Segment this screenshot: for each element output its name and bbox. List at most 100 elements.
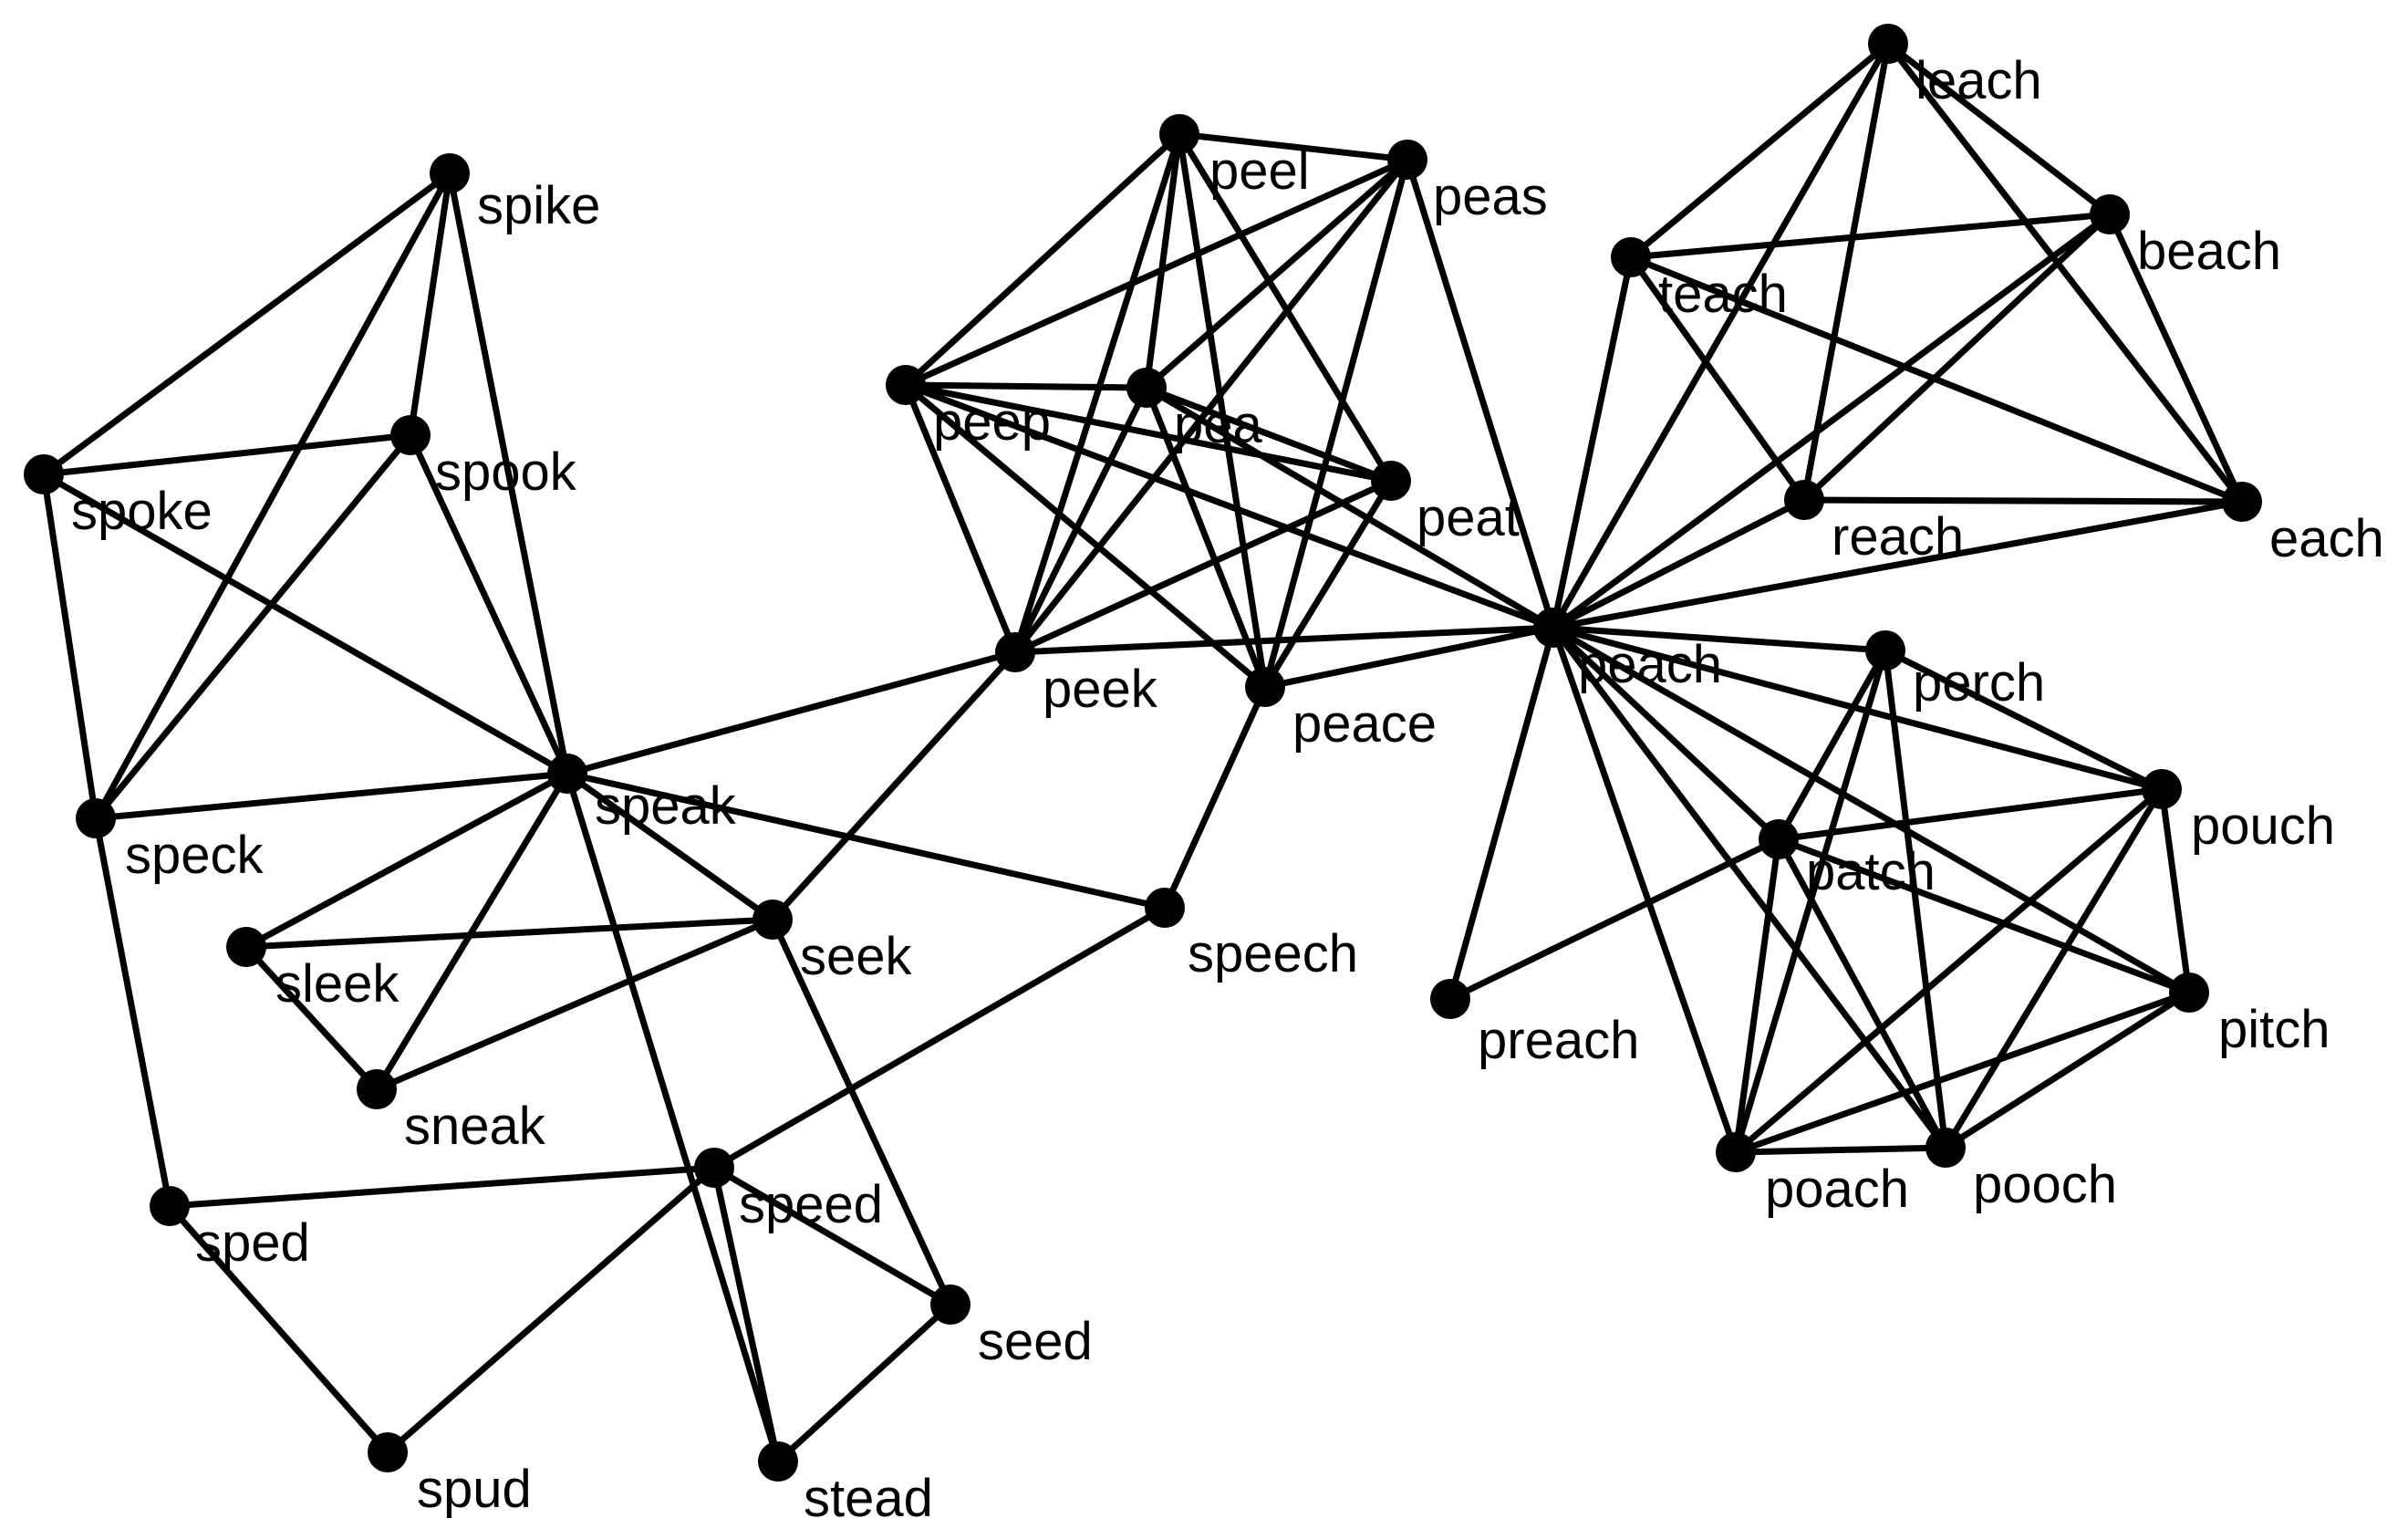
node-reach: reach xyxy=(1784,480,1964,567)
edge-pea-peat xyxy=(1143,384,1395,484)
edge-leach-reach xyxy=(1801,40,1892,504)
edge-speck-speak xyxy=(92,770,571,822)
edge-peas-pea xyxy=(1143,156,1411,391)
node-label-seed: seed xyxy=(978,1312,1093,1371)
edge-patch-poach xyxy=(1732,836,1782,1156)
edge-peach-teach xyxy=(1550,254,1635,631)
edge-peach-each xyxy=(1550,498,2246,631)
edge-speak-seek xyxy=(564,770,776,923)
edge-peel-peas xyxy=(1176,130,1411,163)
edge-peek-peach xyxy=(1012,624,1557,656)
node-label-leach: leach xyxy=(1915,51,2042,110)
edge-peel-pea xyxy=(1143,130,1183,391)
node-dot-preach xyxy=(1430,979,1470,1019)
node-label-speech: speech xyxy=(1188,924,1358,983)
node-spike: spike xyxy=(430,153,600,235)
node-beach: beach xyxy=(2090,194,2281,281)
node-label-poach: poach xyxy=(1765,1160,1909,1219)
edge-speed-spud xyxy=(384,1164,718,1456)
node-label-peep: peep xyxy=(933,392,1051,452)
node-seek: seek xyxy=(752,900,913,986)
edge-pea-peek xyxy=(1012,384,1150,656)
node-dot-spike xyxy=(430,153,470,193)
edge-spike-spoke xyxy=(40,170,453,478)
edge-peach-leach xyxy=(1550,40,1892,631)
edge-speak-speech xyxy=(564,770,1168,911)
node-dot-seek xyxy=(752,900,793,940)
node-teach: teach xyxy=(1611,237,1788,324)
node-dot-reach xyxy=(1784,480,1824,520)
node-dot-peach xyxy=(1533,608,1573,648)
node-dot-spoke xyxy=(24,454,64,494)
node-label-stead: stead xyxy=(804,1469,933,1528)
node-sneak: sneak xyxy=(357,1069,546,1156)
edge-peat-peek xyxy=(1012,477,1395,656)
node-dot-spook xyxy=(390,415,431,455)
node-dot-spud xyxy=(368,1432,408,1472)
node-label-speak: speak xyxy=(595,776,737,836)
edge-speed-speech xyxy=(711,904,1168,1171)
edge-patch-pitch xyxy=(1775,836,2193,996)
edge-peach-pooch xyxy=(1550,624,1949,1151)
edge-peas-peep xyxy=(902,156,1411,389)
node-dot-peek xyxy=(995,632,1035,672)
node-dot-peel xyxy=(1159,114,1199,154)
edge-teach-reach xyxy=(1627,254,1808,504)
node-spook: spook xyxy=(390,415,577,502)
node-dot-pea xyxy=(1126,368,1167,408)
node-dot-peace xyxy=(1245,667,1285,707)
node-label-pea: pea xyxy=(1174,395,1263,454)
node-label-each: each xyxy=(2269,509,2384,568)
edge-peel-peace xyxy=(1176,130,1269,691)
edge-sped-speed xyxy=(166,1164,718,1210)
edge-speak-sneak xyxy=(373,770,571,1093)
node-dot-pitch xyxy=(2169,973,2209,1013)
node-preach: preach xyxy=(1430,979,1639,1070)
node-peep: peep xyxy=(886,365,1051,452)
node-dot-speck xyxy=(76,798,116,838)
node-label-speck: speck xyxy=(125,826,265,885)
edge-spoke-spook xyxy=(40,432,414,478)
node-label-spook: spook xyxy=(435,442,577,502)
node-label-peat: peat xyxy=(1417,488,1520,547)
node-spud: spud xyxy=(368,1432,532,1519)
edge-sped-spud xyxy=(166,1202,391,1456)
node-dot-pouch xyxy=(2142,769,2182,809)
edge-peel-peat xyxy=(1176,130,1395,484)
edge-peel-peek xyxy=(1012,130,1183,656)
edge-patch-pouch xyxy=(1775,785,2165,843)
node-pitch: pitch xyxy=(2169,973,2330,1059)
edge-speed-seed xyxy=(711,1164,954,1308)
edges-layer xyxy=(40,40,2246,1465)
node-label-preach: preach xyxy=(1478,1011,1639,1070)
edge-sleek-sneak xyxy=(243,943,380,1093)
node-label-peace: peace xyxy=(1292,694,1437,754)
node-sped: sped xyxy=(150,1186,310,1273)
node-label-peel: peel xyxy=(1209,141,1310,201)
node-poach: poach xyxy=(1716,1132,1909,1219)
node-peel: peel xyxy=(1159,114,1310,201)
node-pea: pea xyxy=(1126,368,1263,454)
edge-pouch-pitch xyxy=(2158,785,2193,996)
node-dot-leach xyxy=(1868,24,1908,64)
node-label-spud: spud xyxy=(417,1460,532,1519)
edge-peas-peach xyxy=(1404,156,1557,631)
node-dot-perch xyxy=(1865,630,1905,671)
edge-reach-each xyxy=(1801,496,2246,505)
edge-peas-peace xyxy=(1261,156,1411,691)
edge-peep-pea xyxy=(902,381,1150,391)
node-dot-beach xyxy=(2090,194,2130,234)
node-pouch: pouch xyxy=(2142,769,2335,856)
edge-peach-pitch xyxy=(1550,624,2193,996)
edge-sneak-seek xyxy=(373,916,776,1093)
node-dot-sneak xyxy=(357,1069,397,1109)
edge-perch-pouch xyxy=(1882,647,2165,793)
edge-peach-pouch xyxy=(1550,624,2165,793)
edge-leach-beach xyxy=(1884,40,2113,218)
edge-speech-peace xyxy=(1161,683,1269,911)
edge-spike-speck xyxy=(92,170,453,822)
edge-pitch-poach xyxy=(1732,989,2193,1156)
edge-peep-peace xyxy=(902,381,1269,691)
edge-perch-patch xyxy=(1775,647,1889,843)
